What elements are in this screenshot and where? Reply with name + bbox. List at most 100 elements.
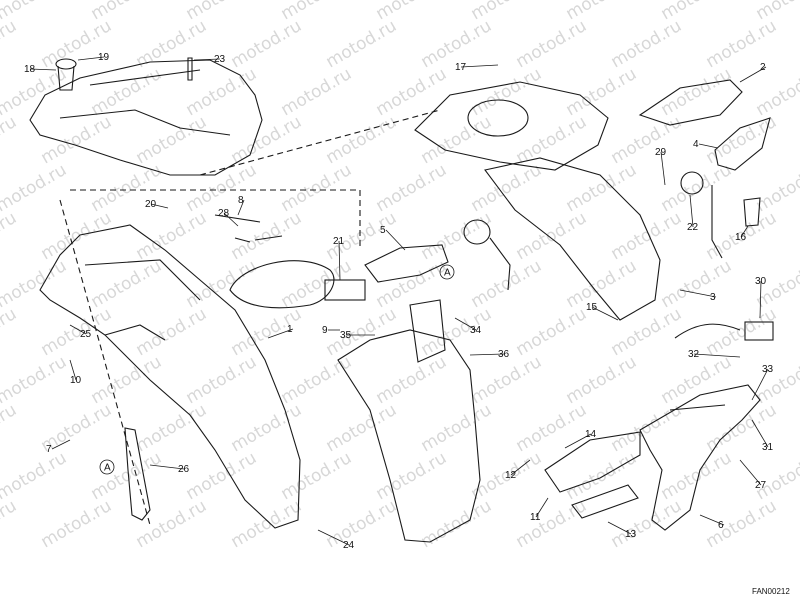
callout-leader-10 (69, 359, 77, 381)
watermark-text: motod.ru (513, 16, 591, 72)
callout-number-24: 24 (343, 540, 355, 551)
cover-opening (467, 99, 529, 137)
callout-number-36: 36 (498, 349, 510, 360)
watermark-text: motod.ru (753, 448, 800, 504)
connector-dash (59, 199, 151, 526)
bolt-part (254, 235, 283, 241)
light-unit-part (744, 321, 774, 341)
watermark-text: motod.ru (323, 304, 401, 360)
callout-number-28: 28 (218, 208, 230, 219)
callout-number-31: 31 (762, 442, 774, 453)
callout-leader-4 (698, 143, 719, 149)
callout-leader-11 (535, 497, 549, 518)
watermark-text: motod.ru (278, 256, 356, 312)
watermark-text: motod.ru (323, 496, 401, 552)
callout-number-12: 12 (505, 470, 517, 481)
watermark-text: motod.ru (228, 304, 306, 360)
watermark-text: motod.ru (38, 208, 116, 264)
license-plate-holder-part (337, 329, 481, 543)
watermark-text: motod.ru (468, 256, 546, 312)
watermark-text: motod.ru (753, 0, 800, 24)
callout-leader-13 (607, 521, 632, 535)
tail-tray-part (29, 59, 263, 176)
watermark-text: motod.ru (278, 448, 356, 504)
callout-number-32: 32 (688, 349, 700, 360)
watermark-text: motod.ru (468, 64, 546, 120)
callout-number-19: 19 (98, 52, 110, 63)
indicator-wire (711, 185, 723, 259)
callout-number-5: 5 (380, 225, 386, 236)
watermark-text: motod.ru (373, 160, 451, 216)
watermark-text: motod.ru (658, 160, 736, 216)
callout-leader-26 (149, 464, 185, 470)
reference-marker-label: A (104, 463, 111, 474)
rubber-bumper-part (55, 58, 77, 70)
callout-leader-2 (739, 66, 767, 83)
callout-number-20: 20 (145, 199, 157, 210)
callout-number-3: 3 (710, 292, 716, 303)
support-rib (669, 404, 726, 411)
watermark-text: motod.ru (133, 304, 211, 360)
callout-leader-7 (51, 439, 71, 450)
reference-marker-label: A (444, 268, 451, 279)
watermark-text: motod.ru (278, 64, 356, 120)
indicator-socket (463, 219, 491, 245)
bulb-part (743, 197, 761, 227)
watermark-text: motod.ru (703, 304, 781, 360)
rear-cover-part (414, 81, 609, 171)
tail-light-part (638, 79, 743, 126)
callout-number-9: 9 (322, 325, 328, 336)
frame-rib (84, 259, 201, 301)
watermark-text: motod.ru (88, 352, 166, 408)
watermark-text: motod.ru (563, 352, 641, 408)
callout-leader-18 (29, 68, 57, 71)
callout-number-4: 4 (693, 139, 699, 150)
callout-number-15: 15 (586, 302, 598, 313)
watermark-text: motod.ru (228, 496, 306, 552)
callout-leader-15 (591, 306, 619, 321)
watermark-text: motod.ru (468, 352, 546, 408)
watermark-text: motod.ru (418, 304, 496, 360)
callout-leader-20 (150, 203, 169, 209)
watermark-text: motod.ru (513, 496, 591, 552)
callout-number-27: 27 (755, 480, 767, 491)
callout-number-26: 26 (178, 464, 190, 475)
watermark-text: motod.ru (418, 400, 496, 456)
callout-number-13: 13 (625, 529, 637, 540)
frame-rib (104, 324, 166, 341)
callout-leader-32 (693, 353, 741, 358)
callout-leader-29 (660, 151, 666, 186)
light-lead-part (674, 323, 741, 339)
watermark-text: motod.ru (183, 448, 261, 504)
figure-code: FAN00212 (752, 587, 790, 596)
watermark-text: motod.ru (658, 352, 736, 408)
watermark-text: motod.ru (373, 448, 451, 504)
watermark-text: motod.ru (563, 256, 641, 312)
watermark-text: motod.ru (703, 112, 781, 168)
callout-leader-25 (69, 324, 87, 335)
bracket-part (409, 299, 446, 363)
watermark-text: motod.ru (703, 16, 781, 72)
callout-leader-33 (751, 368, 769, 401)
callout-number-6: 6 (718, 520, 724, 531)
watermark-text: motod.ru (0, 16, 20, 72)
callout-leader-3 (679, 289, 717, 298)
watermark-text: motod.ru (608, 16, 686, 72)
callout-leader-14 (564, 433, 592, 449)
watermark-text: motod.ru (418, 208, 496, 264)
callout-number-21: 21 (333, 236, 345, 247)
callout-leader-19 (77, 56, 105, 61)
watermark-text: motod.ru (0, 448, 70, 504)
parts-outline-layer (29, 57, 774, 543)
reference-markers: AA (99, 264, 455, 475)
callout-leader-5 (385, 229, 406, 251)
connector-block-part (324, 279, 366, 301)
watermark-text: motod.ru (228, 400, 306, 456)
watermark-text: motod.ru (323, 400, 401, 456)
watermark-text: motod.ru (183, 64, 261, 120)
reference-marker-circle (439, 264, 455, 280)
callout-number-33: 33 (762, 364, 774, 375)
watermark-text: motod.ru (373, 64, 451, 120)
